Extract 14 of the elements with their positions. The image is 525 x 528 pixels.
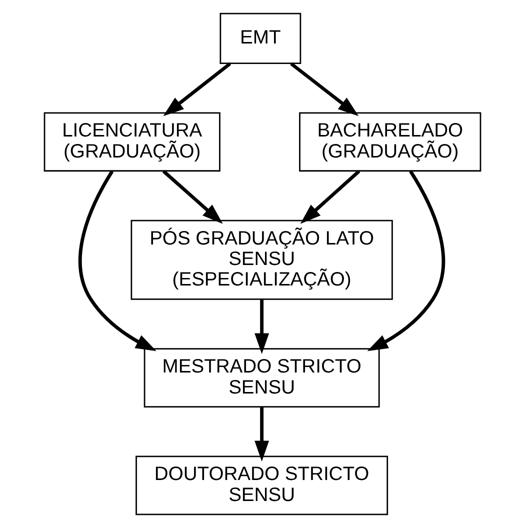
node-box: DOUTORADO STRICTO SENSU (136, 456, 388, 516)
node-box: BACHARELADO (GRADUAÇÃO) (299, 112, 482, 172)
arrow (300, 170, 360, 224)
node-box: LICENCIATURA (GRADUAÇÃO) (44, 112, 220, 172)
arrow (163, 62, 232, 116)
node-box: MESTRADO STRICTO SENSU (144, 348, 380, 408)
arrow (162, 170, 223, 224)
node-box: EMT (220, 12, 302, 64)
arrow (290, 62, 359, 116)
node-box: PÓS GRADUAÇÃO LATO SENSU (ESPECIALIZAÇÃO) (130, 220, 393, 300)
arrow (367, 170, 445, 352)
arrow (254, 407, 270, 462)
arrow (78, 170, 156, 352)
arrow (254, 300, 270, 354)
